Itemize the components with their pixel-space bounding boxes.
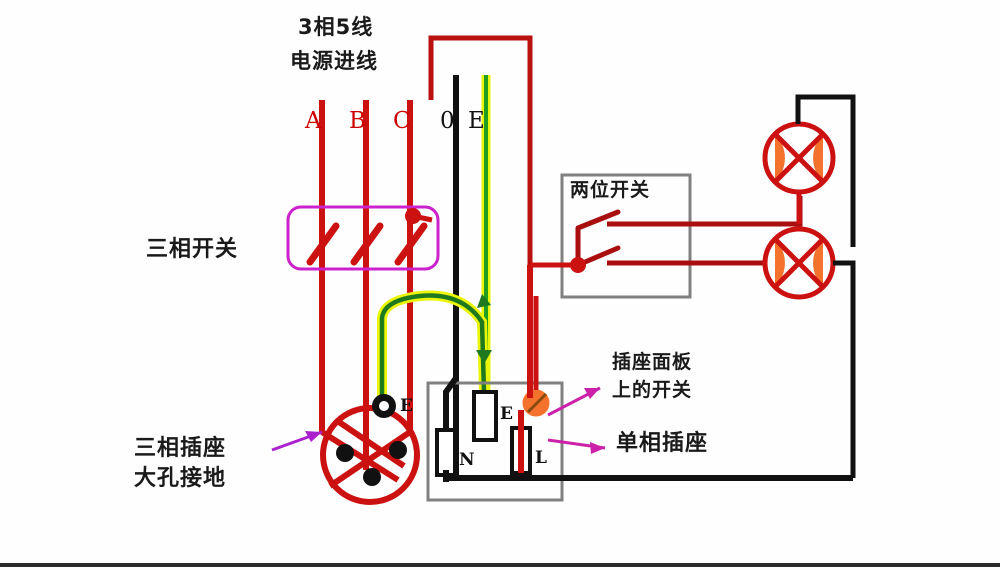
single-phase-socket-box[interactable]: [426, 381, 564, 502]
lamp-return-wires: [795, 94, 856, 478]
label-panel-switch-line1: 插座面板: [612, 351, 693, 373]
terminal-label-socket1-neutral: N: [459, 450, 475, 470]
three-phase-switch-body[interactable]: [286, 205, 440, 271]
terminal-label-socket3-earth: E: [400, 396, 413, 416]
label-three-phase-switch: 三相开关: [146, 237, 239, 262]
neutral-to-socket1: [443, 376, 853, 482]
live-feed-branch: [428, 35, 533, 265]
label-three-phase-socket-line1: 三相插座: [134, 436, 227, 461]
wire-label-a: A: [305, 108, 322, 134]
label-three-phase-socket-line2: 大孔接地: [134, 466, 227, 491]
wire-label-b: B: [349, 108, 366, 134]
lamp-upper: [762, 121, 836, 224]
label-panel-switch-line2: 上的开关: [612, 379, 693, 401]
page-title-line2: 电源进线: [290, 49, 378, 73]
label-two-gang-switch: 两位开关: [570, 179, 651, 201]
earth-bridge-arc: [377, 290, 492, 405]
wire-label-neutral: 0: [440, 108, 455, 134]
wire-label-c: C: [393, 108, 411, 134]
bottom-bar: [0, 563, 1000, 567]
lamp-lower: [762, 226, 836, 300]
annotation-arrow-socket3: [271, 430, 323, 452]
terminal-label-socket1-live: L: [535, 448, 547, 468]
page-title-line1: 3相5线: [298, 15, 374, 39]
three-phase-socket-body[interactable]: [320, 394, 420, 505]
wire-label-earth: E: [468, 108, 485, 134]
socket3-live-wires: [320, 417, 412, 489]
annotation-arrow-socket1: [547, 438, 606, 454]
terminal-label-socket1-earth: E: [500, 404, 513, 424]
two-gang-switch-body[interactable]: [530, 173, 692, 299]
annotation-arrow-panel-switch: [547, 386, 601, 417]
live-to-socket1: [518, 265, 539, 473]
label-single-phase-socket: 单相插座: [616, 431, 709, 456]
